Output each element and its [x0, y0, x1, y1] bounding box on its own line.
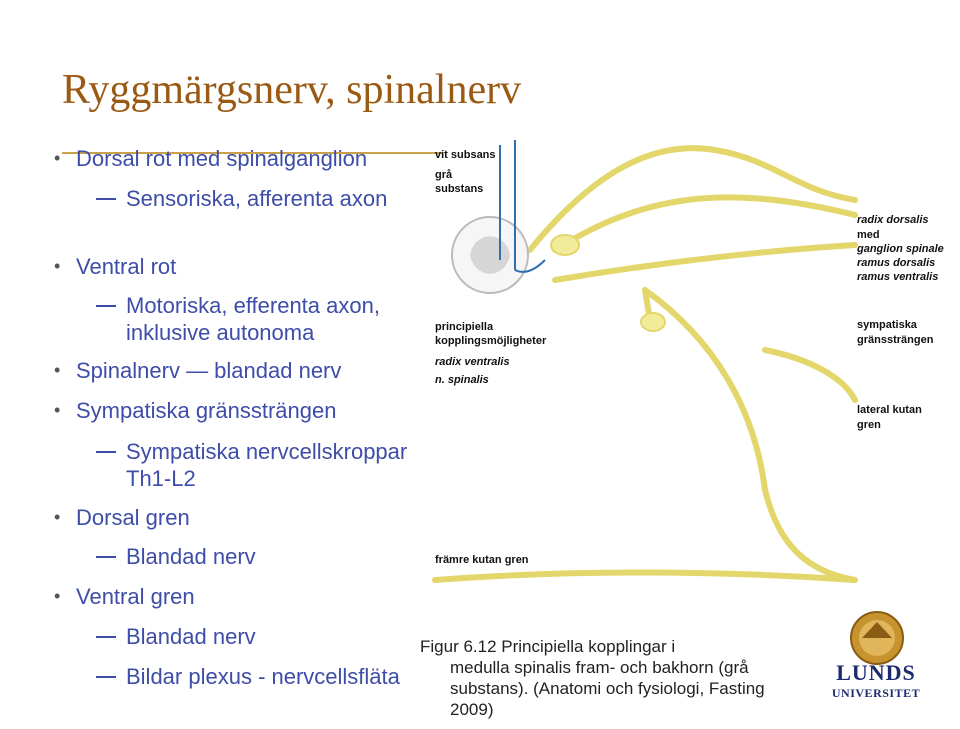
label-n-spinalis: n. spinalis — [435, 374, 489, 386]
dash-marker — [96, 198, 116, 200]
bullet-sympatiska: Sympatiska gränssträngen — [54, 397, 416, 424]
lateral-kutan-path — [762, 347, 858, 403]
dash-marker — [96, 636, 116, 638]
subbullet-text: Sensoriska, afferenta axon — [126, 186, 388, 211]
label-lateral-kutan: lateral kutan — [857, 404, 922, 416]
spinal-ganglion-shape — [550, 234, 580, 256]
bullet-text: Dorsal rot med spinalganglion — [76, 146, 368, 171]
label-kopplingsmojligheter: kopplingsmöjligheter — [435, 335, 547, 347]
dash-marker — [96, 676, 116, 678]
subbullet-text: Blandad nerv — [126, 624, 256, 649]
bullet-text: Ventral gren — [76, 584, 195, 609]
lund-logo-text: LUNDS UNIVERSITET — [826, 660, 926, 701]
caption-line-1: Figur 6.12 Principiella kopplingar i — [420, 637, 676, 656]
bullet-ventral-gren: Ventral gren — [54, 583, 416, 610]
subbullet-text: Motoriska, efferenta axon, inklusive aut… — [126, 293, 380, 345]
label-ramus-dorsalis: ramus dorsalis — [857, 257, 935, 269]
fiber-curve — [514, 259, 546, 273]
figure-caption: Figur 6.12 Principiella kopplingar i med… — [420, 636, 810, 720]
dorsal-nerve-path — [527, 145, 858, 253]
bullet-text: Dorsal gren — [76, 505, 190, 530]
sympathetic-ganglion-shape — [640, 312, 666, 332]
label-sympatiska: sympatiska — [857, 319, 918, 331]
label-med: med — [857, 229, 880, 241]
lund-university-seal — [850, 611, 904, 665]
subbullet-blandad-2: Blandad nerv — [96, 623, 426, 650]
subbullet-blandad-1: Blandad nerv — [96, 543, 426, 570]
label-vit-subsans: vit subsans — [435, 149, 496, 161]
slide-title: Ryggmärgsnerv, spinalnerv — [62, 67, 522, 113]
label-gra: grå — [435, 169, 453, 181]
bullet-text: Spinalnerv — blandad nerv — [76, 358, 342, 383]
label-radix-ventralis: radix ventralis — [435, 356, 510, 368]
label-substans: substans — [435, 183, 483, 195]
ventral-main-path — [642, 287, 858, 583]
caption-rest: medulla spinalis fram- och bakhorn (grå … — [450, 658, 765, 719]
bullet-dorsal-gren: Dorsal gren — [54, 504, 416, 531]
blue-fibers — [499, 140, 546, 273]
framre-kutan-path — [432, 569, 858, 583]
subbullet-text: Bildar plexus - nervcellsfläta — [126, 664, 400, 689]
spinal-nerve-diagram: vit subsans grå substans principiella ko… — [432, 140, 944, 583]
subbullet-nervcellskroppar: Sympatiska nervcellskroppar Th1-L2 — [96, 438, 426, 492]
subbullet-sensoriska: Sensoriska, afferenta axon — [96, 185, 426, 212]
label-gren: gren — [857, 419, 881, 431]
seal-emblem-icon — [862, 622, 892, 638]
label-ramus-ventralis: ramus ventralis — [857, 271, 938, 283]
dash-marker — [96, 556, 116, 558]
logo-line-1: LUNDS — [836, 660, 916, 685]
subbullet-motoriska: Motoriska, efferenta axon, inklusive aut… — [96, 292, 426, 346]
ramus-ventralis-path — [552, 242, 858, 283]
dash-marker — [96, 305, 116, 307]
subbullet-text: Sympatiska nervcellskroppar Th1-L2 — [126, 439, 408, 491]
bullet-text: Ventral rot — [76, 254, 177, 279]
label-granstrangen: gränssträngen — [857, 334, 934, 346]
diagram-labels: vit subsans grå substans principiella ko… — [435, 149, 944, 566]
ramus-dorsalis-path — [552, 194, 858, 253]
bullet-text: Sympatiska gränssträngen — [76, 398, 337, 423]
subbullet-plexus: Bildar plexus - nervcellsfläta — [96, 663, 426, 690]
label-framre-kutan-gren: främre kutan gren — [435, 554, 529, 566]
bullet-ventral-rot: Ventral rot — [54, 253, 416, 280]
dash-marker — [96, 451, 116, 453]
logo-line-2: UNIVERSITET — [831, 686, 921, 700]
bullet-dorsal-rot: Dorsal rot med spinalganglion — [54, 145, 416, 172]
label-radix-dorsalis: radix dorsalis — [857, 214, 929, 226]
subbullet-text: Blandad nerv — [126, 544, 256, 569]
nerve-paths — [432, 145, 858, 583]
label-principiella: principiella — [435, 321, 494, 333]
bullet-spinalnerv: Spinalnerv — blandad nerv — [54, 357, 416, 384]
label-ganglion-spinale: ganglion spinale — [856, 243, 944, 255]
